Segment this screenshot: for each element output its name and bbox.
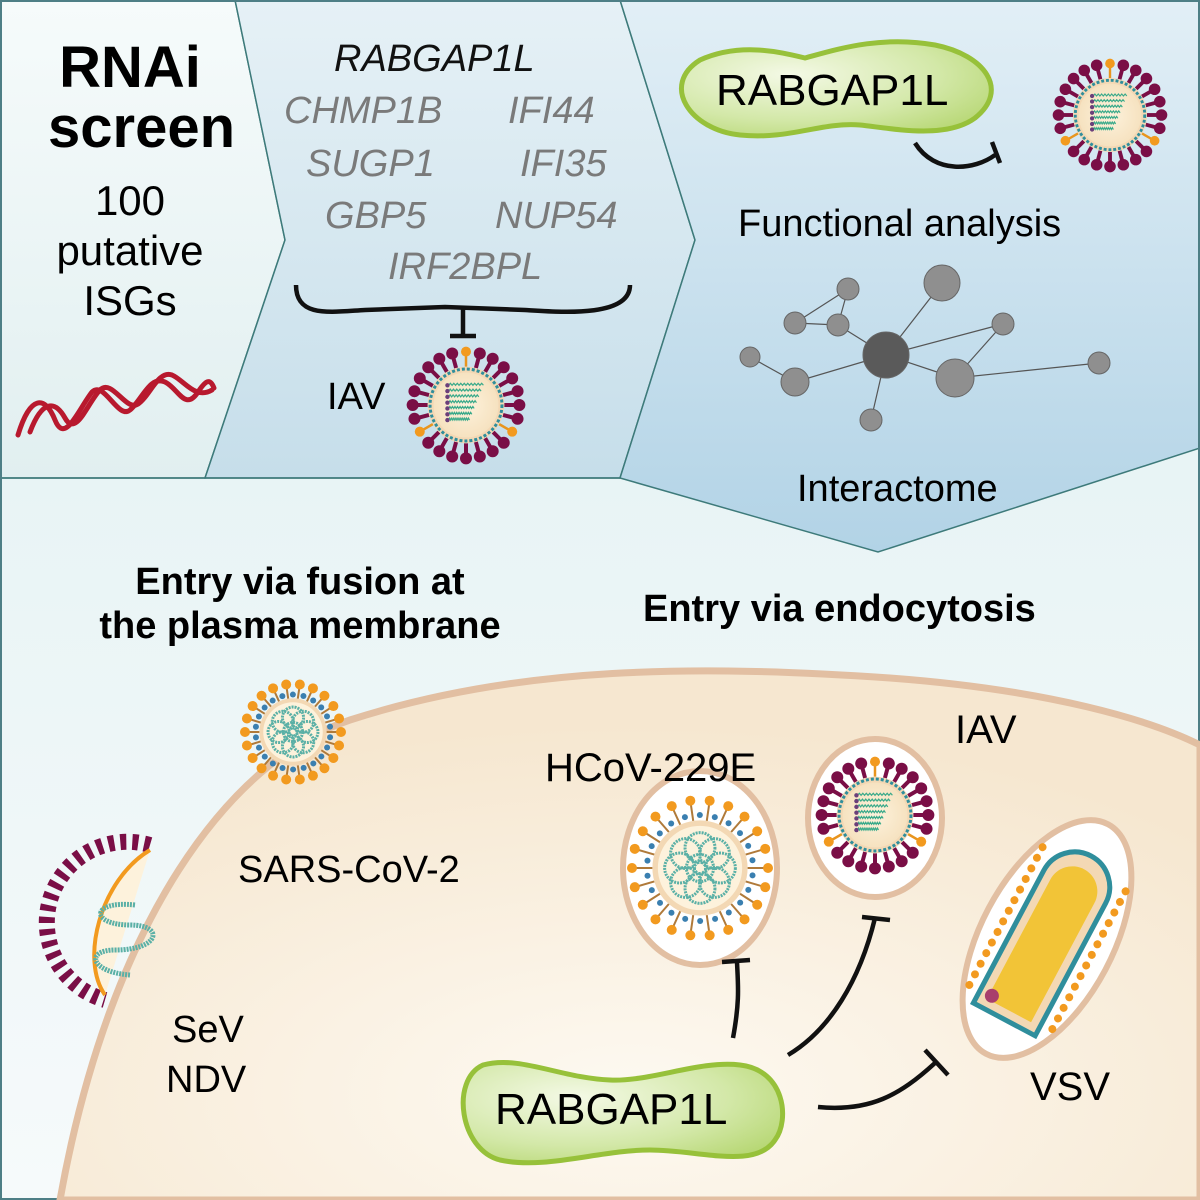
isg-subtitle-1: putative — [56, 227, 204, 274]
rabgap1l-protein-bottom — [460, 1060, 785, 1166]
rabgap1l-protein-top — [679, 39, 994, 139]
isg-subtitle-2: ISGs — [83, 277, 177, 324]
network-node — [783, 311, 807, 335]
protein-label-top: RABGAP1L — [716, 66, 949, 115]
hcov-229e-virion-icon — [627, 795, 773, 941]
network-node — [1087, 351, 1111, 375]
fusion-heading-2: the plasma membrane — [99, 605, 501, 647]
sev-label: SeV — [172, 1009, 244, 1051]
gene-irf2bpl: IRF2BPL — [388, 246, 543, 288]
gene-chmp1b: CHMP1B — [284, 90, 443, 132]
inhibit-iav — [786, 917, 878, 1057]
gene-ifi44: IFI44 — [508, 90, 595, 132]
isg-count: 100 — [94, 177, 166, 224]
isg-count-label: 100 putative ISGs — [30, 176, 230, 326]
rna-helix-icon — [15, 371, 217, 438]
gene-nup54: NUP54 — [495, 195, 618, 237]
gene-ifi35: IFI35 — [520, 143, 607, 185]
network-node — [935, 358, 975, 398]
inhibit-vsv — [817, 1061, 937, 1111]
network-node — [923, 264, 961, 302]
paramyxovirus-virion-icon — [38, 833, 156, 1008]
interactome-network-icon — [739, 264, 1111, 432]
ndv-label: NDV — [166, 1059, 247, 1101]
gene-sugp1: SUGP1 — [306, 143, 435, 185]
protein-label-bottom: RABGAP1L — [495, 1085, 728, 1134]
iav-label-bottom: IAV — [955, 708, 1017, 752]
network-node — [739, 346, 761, 368]
vsv-virion-icon — [965, 843, 1130, 1040]
network-node — [826, 313, 850, 337]
gene-hit-rabgap1l: RABGAP1L — [334, 38, 535, 80]
iav-label-top: IAV — [327, 376, 386, 418]
network-node — [859, 408, 883, 432]
gene-gbp5: GBP5 — [325, 195, 427, 237]
network-edge — [954, 362, 1100, 379]
network-node — [991, 312, 1015, 336]
sars-cov-2-virion-icon — [240, 679, 346, 785]
network-node — [862, 331, 910, 379]
fusion-heading: Entry via fusion at the plasma membrane — [30, 560, 570, 648]
rnai-title-line1: RNAi — [59, 35, 201, 100]
rnai-title: RNAi screen — [48, 35, 236, 160]
endocytosis-heading: Entry via endocytosis — [643, 588, 1036, 630]
inhibit-hcov — [730, 961, 741, 1039]
sars-cov-2-label: SARS-CoV-2 — [238, 849, 460, 891]
sev-ndv-label: SeV NDV — [166, 1005, 246, 1105]
interactome-label: Interactome — [797, 468, 998, 510]
inhibition-arrows — [721, 914, 950, 1111]
hcov-229e-label: HCoV-229E — [545, 746, 757, 790]
inhibition-arrow — [913, 141, 997, 169]
fusion-heading-1: Entry via fusion at — [135, 561, 465, 603]
functional-analysis-label: Functional analysis — [738, 203, 1062, 245]
iav-virion-icon — [406, 346, 526, 465]
rnai-title-line2: screen — [48, 95, 236, 160]
brace-icon — [293, 284, 633, 314]
iav-virion-icon — [1052, 58, 1168, 173]
network-node — [780, 367, 810, 397]
vsv-label: VSV — [1030, 1065, 1111, 1109]
network-node — [836, 277, 860, 301]
